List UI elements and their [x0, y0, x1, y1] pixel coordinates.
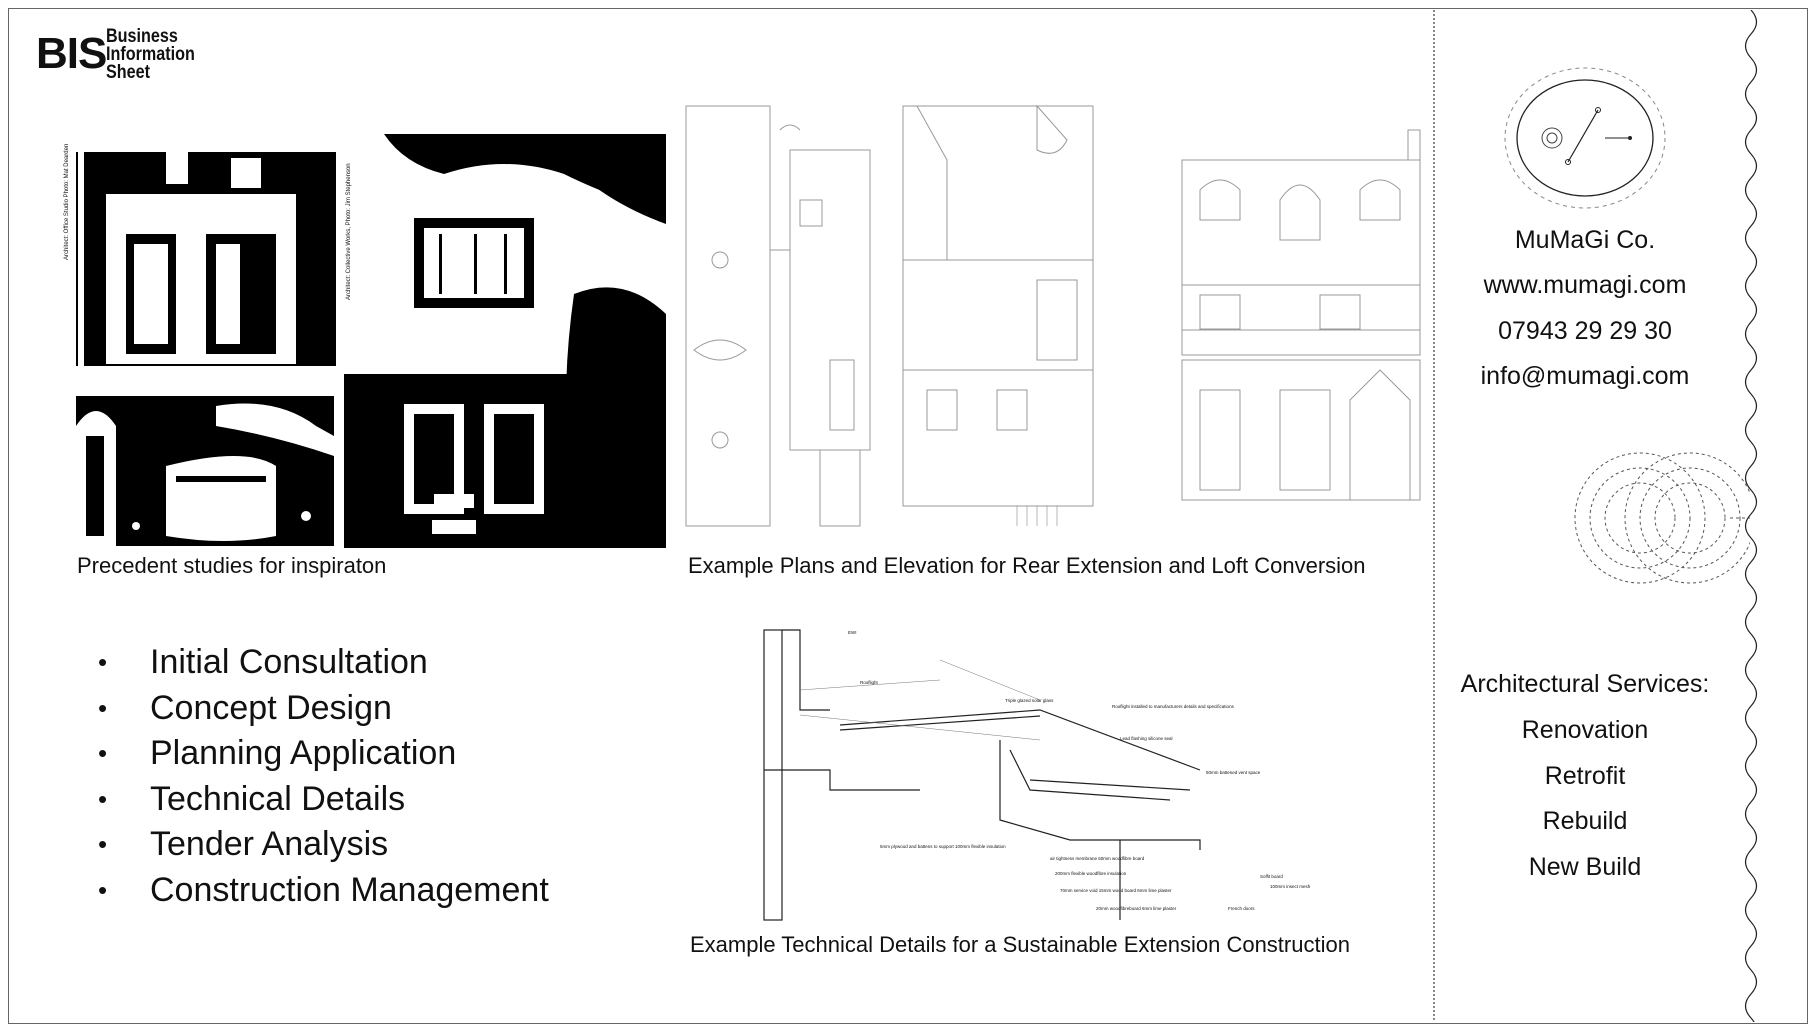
- architectural-item: Rebuild: [1542, 807, 1628, 835]
- phone-number[interactable]: 07943 29 29 30: [1498, 317, 1672, 345]
- precedent-photo-1: [76, 134, 336, 366]
- website-link[interactable]: www.mumagi.com: [1483, 271, 1687, 299]
- detail-label: 50mm battened vent space: [1206, 770, 1261, 775]
- detail-label: air tightness membrane 60mm woodfibre bo…: [1050, 856, 1145, 861]
- service-item: Planning Application: [98, 731, 549, 777]
- photo-credit-1: Architect: Office Studio Photo: Mat Dear…: [64, 143, 70, 260]
- service-item: Concept Design: [98, 686, 549, 732]
- architectural-item: New Build: [1528, 853, 1642, 881]
- email-link[interactable]: info@mumagi.com: [1480, 362, 1690, 390]
- detail-label: 70mm service void 15mm wood board 6mm li…: [1060, 888, 1172, 893]
- caption-precedents: Precedent studies for inspiraton: [77, 553, 387, 578]
- architectural-heading: Architectural Services:: [1460, 670, 1710, 698]
- detail-label: Rooflight installed to manufacturers det…: [1112, 704, 1235, 709]
- sheet-border: [8, 8, 1808, 1024]
- technical-detail-drawing: EWI Rooflight Triple glazed solar glass …: [763, 629, 1311, 921]
- logo-mark: BIS: [36, 29, 107, 78]
- detail-label: 5mm plywood and battens to support 100mm…: [880, 844, 1006, 849]
- precedent-photo-3: [344, 134, 666, 548]
- architectural-item: Retrofit: [1544, 762, 1626, 790]
- company-emblem: [1504, 67, 1666, 209]
- first-floor-plan: [902, 104, 1094, 526]
- rear-elevation: [1181, 129, 1421, 501]
- detail-label: Lead flashing silicone seal: [1120, 736, 1173, 741]
- service-item: Construction Management: [98, 868, 549, 914]
- detail-label: 20mm woodfibreboard 6mm lime plaster: [1096, 906, 1177, 911]
- detail-label: Triple glazed solar glass: [1005, 698, 1054, 703]
- wavy-edge: [1744, 10, 1758, 1022]
- detail-label: 100mm insect mesh: [1270, 884, 1311, 889]
- service-item: Initial Consultation: [98, 640, 549, 686]
- service-item: Technical Details: [98, 777, 549, 823]
- detail-label: French doors: [1228, 906, 1255, 911]
- services-list: Initial Consultation Concept Design Plan…: [98, 640, 549, 913]
- caption-details: Example Technical Details for a Sustaina…: [690, 932, 1350, 957]
- detail-label: Rooflight: [860, 680, 879, 685]
- column-divider: [1433, 10, 1435, 1020]
- company-name: MuMaGi Co.: [1514, 226, 1656, 254]
- detail-label: 200mm flexible woodfibre insulation: [1055, 871, 1127, 876]
- architectural-item: Renovation: [1521, 716, 1649, 744]
- ground-floor-plan: [685, 105, 871, 527]
- detail-label: Soffit board: [1260, 874, 1283, 879]
- precedent-photo-2: [76, 396, 334, 546]
- caption-plans: Example Plans and Elevation for Rear Ext…: [688, 553, 1366, 578]
- photo-credit-2: Architect: Collective Works, Photo: Jim …: [346, 163, 352, 300]
- detail-label: EWI: [848, 630, 857, 635]
- service-item: Tender Analysis: [98, 822, 549, 868]
